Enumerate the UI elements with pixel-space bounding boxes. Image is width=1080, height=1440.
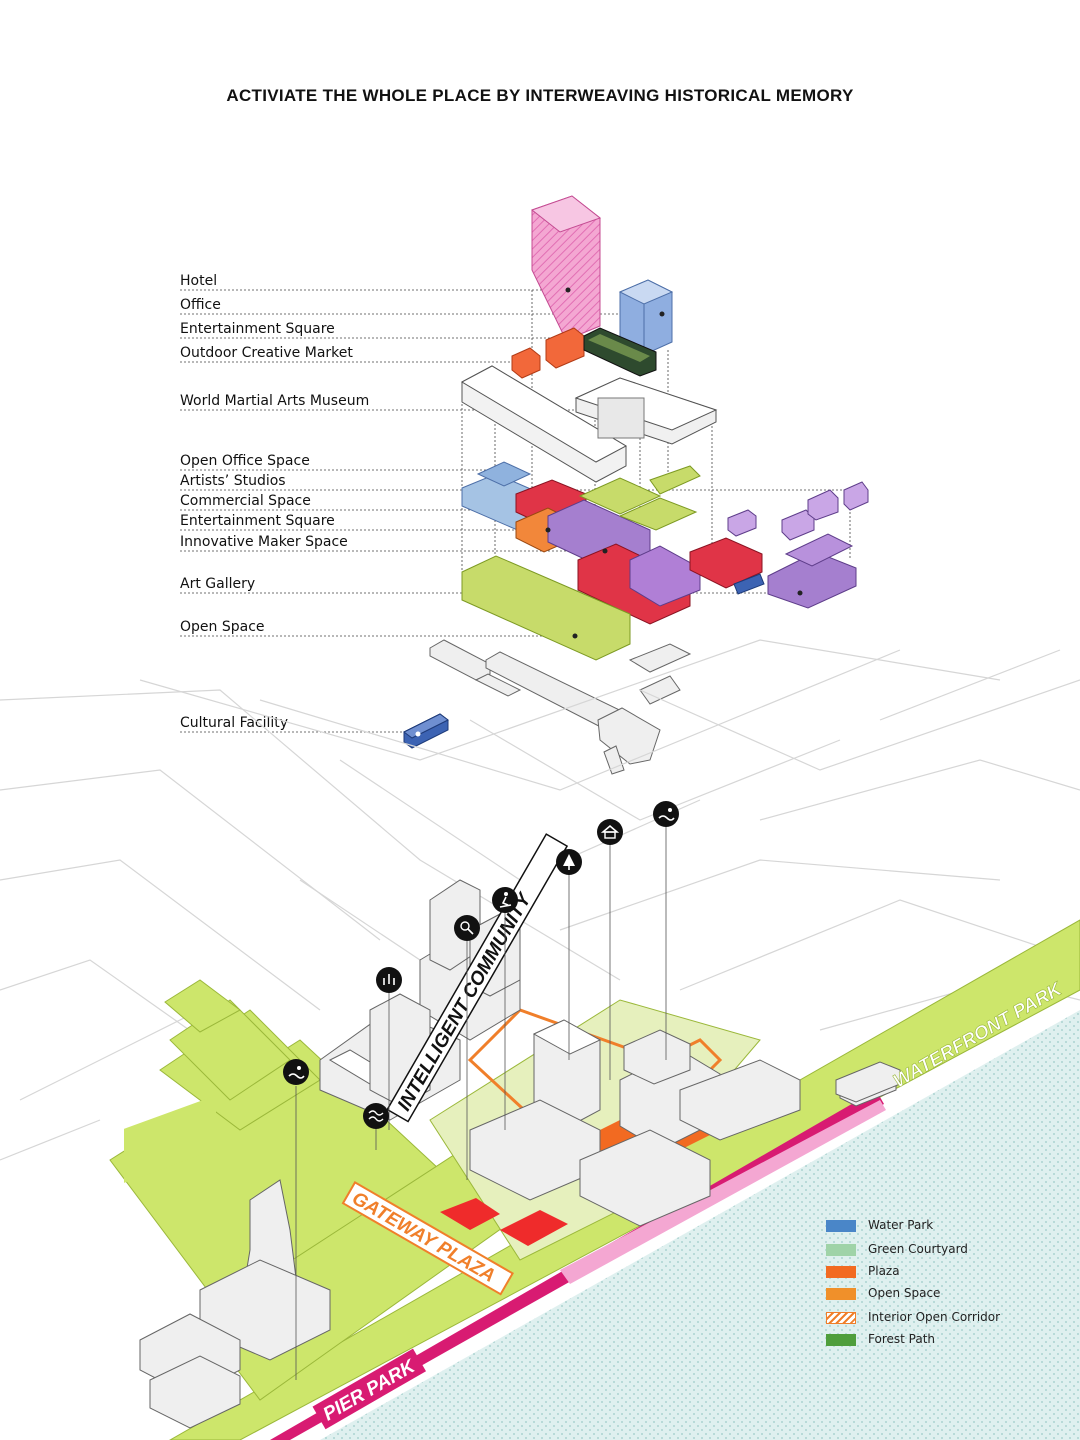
legend-label: Open Space bbox=[868, 1286, 940, 1300]
legend-swatch bbox=[826, 1244, 856, 1256]
legend-forest-path: Forest Path bbox=[826, 1332, 1066, 1348]
legend-plaza: Plaza bbox=[826, 1264, 1066, 1280]
legend-swatch bbox=[826, 1312, 856, 1324]
pavilion-icon bbox=[597, 819, 623, 845]
legend-label: Plaza bbox=[868, 1264, 900, 1278]
tree-icon bbox=[556, 849, 582, 875]
skateboard-icon bbox=[492, 887, 518, 913]
legend-swatch bbox=[826, 1288, 856, 1300]
entertainment-square-blocks bbox=[512, 328, 584, 378]
legend-swatch bbox=[826, 1220, 856, 1232]
tennis-icon bbox=[454, 915, 480, 941]
legend-label: Water Park bbox=[868, 1218, 933, 1232]
cultural-facility-block bbox=[404, 714, 448, 748]
legend-swatch bbox=[826, 1334, 856, 1346]
legend-green-courtyard: Green Courtyard bbox=[826, 1242, 1066, 1258]
fountain-icon bbox=[376, 967, 402, 993]
legend-water-park: Water Park bbox=[826, 1218, 1066, 1234]
legend-label: Interior Open Corridor bbox=[868, 1310, 1000, 1324]
swim-icon bbox=[283, 1059, 309, 1085]
swim-icon bbox=[653, 801, 679, 827]
legend-open-space: Open Space bbox=[826, 1286, 1066, 1302]
legend-interior-open-corridor: Interior Open Corridor bbox=[826, 1310, 1066, 1326]
underground-corridor bbox=[430, 640, 690, 774]
legend-label: Green Courtyard bbox=[868, 1242, 968, 1256]
wave-icon bbox=[363, 1103, 389, 1129]
legend-label: Forest Path bbox=[868, 1332, 935, 1346]
legend-swatch bbox=[826, 1266, 856, 1278]
hotel-tower bbox=[532, 196, 600, 340]
